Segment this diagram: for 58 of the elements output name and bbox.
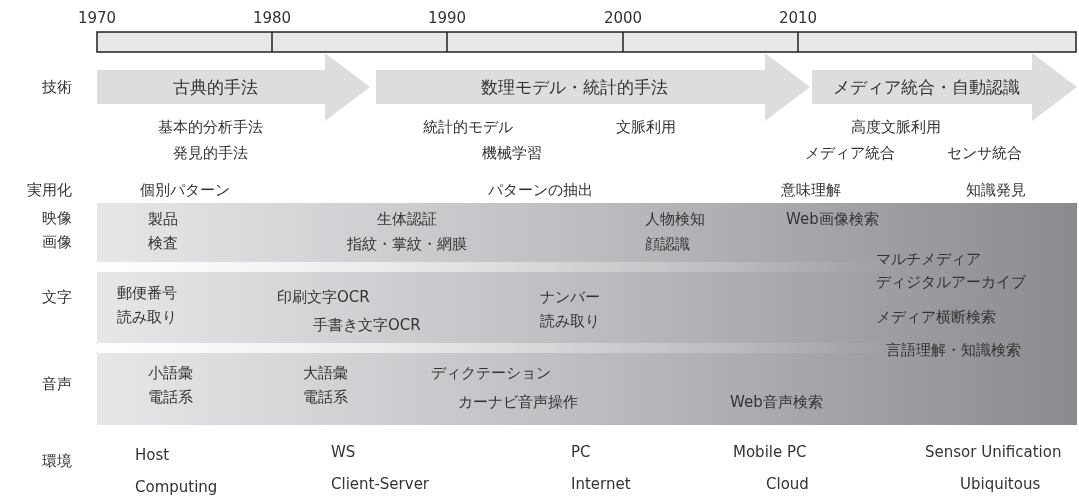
row-label: 音声 xyxy=(42,374,72,395)
arrow-band xyxy=(376,53,810,121)
row-label: 文字 xyxy=(42,287,72,308)
practical-text: 意味理解 xyxy=(781,180,841,201)
technique-text: メディア統合 xyxy=(805,143,895,164)
application-text: 大語彙電話系 xyxy=(303,363,349,408)
application-text: メディア横断検索 xyxy=(876,307,996,328)
technique-text: 統計的モデル xyxy=(423,117,513,138)
row-label: 実用化 xyxy=(27,180,72,201)
band-title: メディア統合・自動認識 xyxy=(832,76,1020,99)
application-text: 言語理解・知識検索 xyxy=(886,340,1021,361)
environment-text: Host Computing xyxy=(135,445,215,497)
application-text: ディクテーション xyxy=(431,363,551,384)
year-label: 2010 xyxy=(778,8,818,29)
environment-text: Ubiquitous xyxy=(960,474,1041,495)
application-text: マルチメディア xyxy=(876,249,981,270)
environment-text: Sensor Unification xyxy=(925,442,1062,463)
application-text: 郵便番号読み取り xyxy=(117,283,178,328)
application-text: Web音声検索 xyxy=(730,392,823,413)
application-text: 人物検知 xyxy=(645,209,705,230)
practical-text: パターンの抽出 xyxy=(487,180,593,201)
application-text: 顔認識 xyxy=(645,234,690,255)
technique-text: センサ統合 xyxy=(946,143,1022,164)
technique-text: 文脈利用 xyxy=(616,117,676,138)
environment-text: WS xyxy=(331,442,356,463)
band-title: 古典的手法 xyxy=(172,76,258,99)
year-label: 2000 xyxy=(603,8,643,29)
technique-text: 基本的分析手法 xyxy=(157,117,263,138)
year-label: 1980 xyxy=(252,8,292,29)
application-text: ディジタルアーカイブ xyxy=(876,272,1026,293)
year-label: 1990 xyxy=(427,8,467,29)
environment-text: Internet xyxy=(571,474,631,495)
application-text: 印刷文字OCR xyxy=(277,287,370,308)
row-label: 技術 xyxy=(42,77,72,98)
application-panel xyxy=(97,203,1077,425)
application-text: 生体認証 xyxy=(377,209,437,230)
row-label: 環境 xyxy=(42,451,72,472)
technique-text: 機械学習 xyxy=(482,143,542,164)
environment-text: Mobile PC xyxy=(733,442,807,463)
application-text: カーナビ音声操作 xyxy=(458,392,578,413)
arrow-band xyxy=(812,53,1077,121)
environment-text: PC xyxy=(571,442,591,463)
row-label: 映像画像 xyxy=(41,208,72,253)
practical-text: 知識発見 xyxy=(966,180,1026,201)
technique-text: 発見的手法 xyxy=(172,143,248,164)
application-text: ナンバー読み取り xyxy=(540,287,601,332)
practical-text: 個別パターン xyxy=(140,180,230,201)
environment-text: Cloud xyxy=(766,474,809,495)
technique-text: 高度文脈利用 xyxy=(851,117,941,138)
band-title: 数理モデル・統計的手法 xyxy=(481,76,668,99)
application-text: 小語彙電話系 xyxy=(148,363,194,408)
year-label: 1970 xyxy=(77,8,117,29)
application-text: 製品検査 xyxy=(148,209,179,254)
environment-text: Client-Server xyxy=(331,474,430,495)
application-text: Web画像検索 xyxy=(786,209,879,230)
arrow-band xyxy=(97,53,370,121)
application-text: 手書き文字OCR xyxy=(313,315,421,336)
application-text: 指紋・掌紋・網膜 xyxy=(347,234,467,255)
